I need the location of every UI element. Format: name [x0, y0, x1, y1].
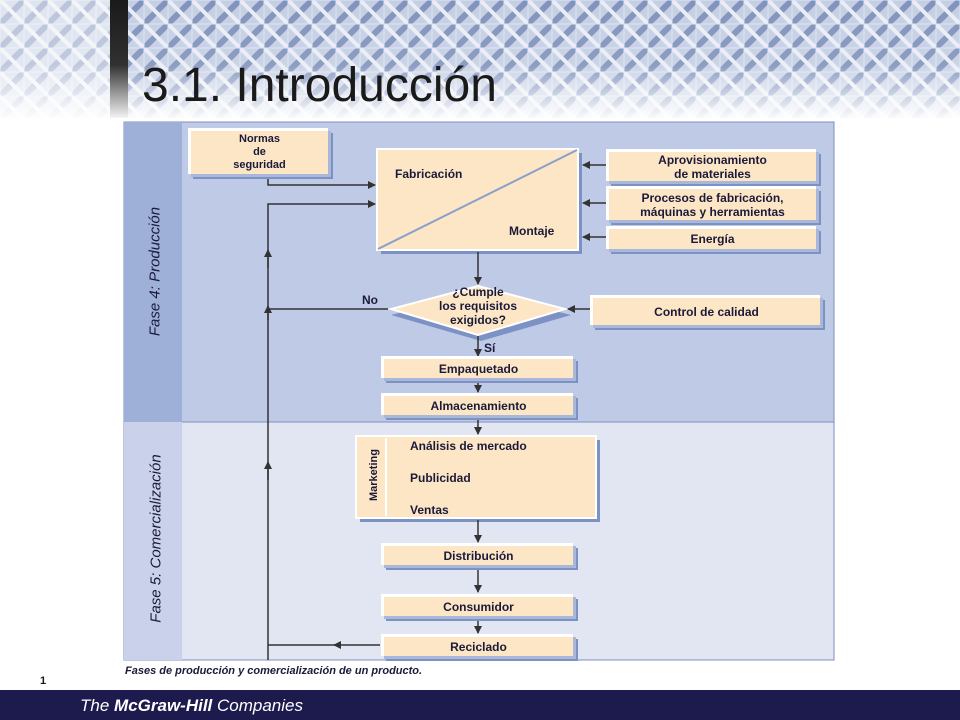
phase-production-label: Fase 4: Producción — [146, 206, 164, 337]
footer-prefix: The — [80, 696, 115, 715]
footer-logo: The McGraw-Hill Companies — [80, 696, 303, 716]
marketing-label: Marketing — [368, 449, 380, 501]
fabricacion-diagonal — [377, 149, 578, 250]
aprovisionamiento-box: Aprovisionamiento de materiales — [606, 149, 816, 181]
footer-bar: The McGraw-Hill Companies — [0, 690, 960, 720]
si-label: Sí — [484, 341, 496, 355]
phase-commercialization-label: Fase 5: Comercialización — [147, 454, 165, 623]
header-pattern — [0, 0, 960, 118]
footer-brand: McGraw-Hill — [114, 696, 213, 715]
consumidor-box: Consumidor — [381, 594, 573, 616]
marketing-box — [355, 435, 597, 519]
publicidad-label: Publicidad — [410, 471, 471, 485]
footer-suffix: Companies — [212, 696, 303, 715]
distribucion-box: Distribución — [381, 543, 573, 565]
page-number: 1 — [40, 675, 47, 687]
ventas-label: Ventas — [410, 503, 449, 517]
procesos-box: Procesos de fabricación, máquinas y herr… — [606, 186, 816, 220]
fabricacion-label: Fabricación — [395, 167, 463, 181]
commercialization-phase-column — [124, 422, 182, 660]
no-label: No — [362, 293, 378, 307]
montaje-label: Montaje — [509, 224, 555, 238]
figure-caption: Fases de producción y comercialización d… — [125, 665, 423, 677]
page-title: 3.1. Introducción — [142, 59, 497, 112]
arrow-normas — [267, 174, 376, 189]
production-phase-column — [124, 122, 182, 422]
reciclado-box: Reciclado — [381, 634, 573, 656]
decision-label: ¿Cumple los requisitos exigidos? — [438, 285, 518, 327]
control-calidad-box: Control de calidad — [590, 295, 820, 325]
empaquetado-box: Empaquetado — [381, 356, 573, 378]
line-recycle-loop — [267, 200, 376, 660]
decision-diamond — [387, 284, 569, 337]
analisis-mercado-label: Análisis de mercado — [410, 439, 527, 453]
normas-box: Normas de seguridad — [188, 128, 328, 174]
slide-header: 3.1. Introducción — [0, 0, 960, 118]
energia-box: Energía — [606, 226, 816, 249]
almacenamiento-box: Almacenamiento — [381, 393, 573, 415]
